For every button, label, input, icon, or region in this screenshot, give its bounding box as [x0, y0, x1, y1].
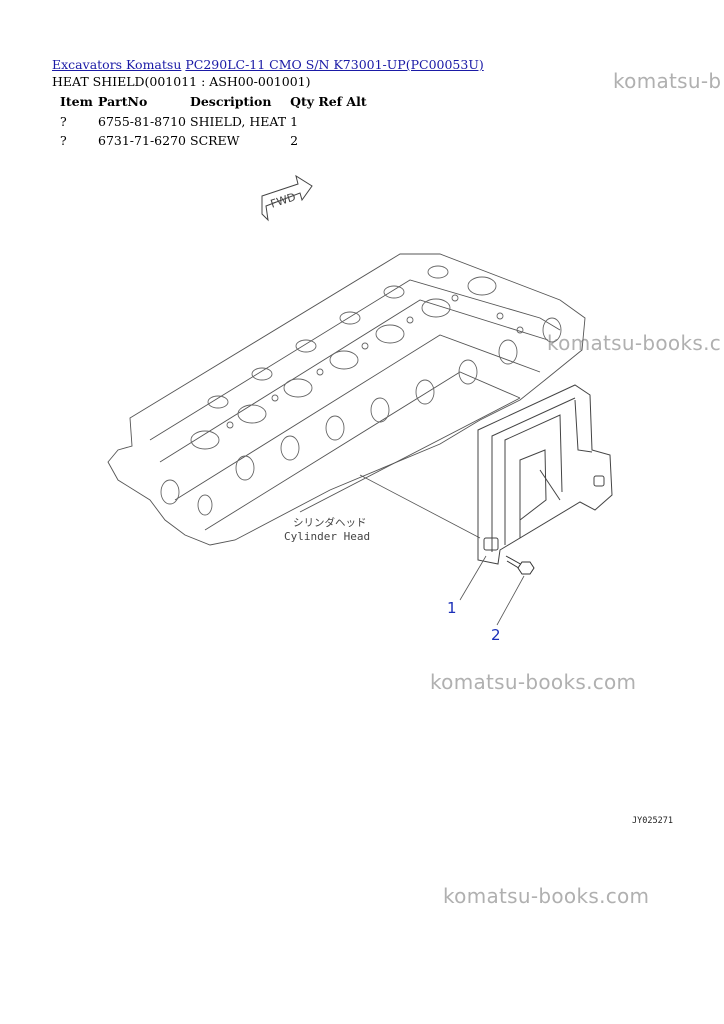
fwd-label: FWD — [269, 190, 297, 210]
header-item: Item — [60, 94, 93, 109]
callout-2: 2 — [491, 626, 501, 644]
breadcrumb-link-model[interactable]: PC290LC-11 CMO S/N K73001-UP(PC00053U) — [185, 57, 484, 72]
callout-2-leader — [496, 575, 525, 626]
header-qty-ref-alt: Qty Ref Alt — [290, 94, 367, 109]
cell-qty: 2 — [290, 133, 299, 148]
cell-description: SCREW — [190, 133, 240, 148]
callout-1: 1 — [447, 599, 457, 617]
breadcrumb: Excavators Komatsu PC290LC-11 CMO S/N K7… — [52, 57, 484, 72]
cell-partno: 6755-81-8710 — [98, 114, 186, 129]
header-partno: PartNo — [98, 94, 148, 109]
table-row: ? 6731-71-6270 SCREW 2 — [56, 131, 369, 150]
watermark-text: komatsu-books.c — [547, 331, 722, 355]
breadcrumb-link-excavators[interactable]: Excavators Komatsu — [52, 57, 182, 72]
watermark-text: komatsu-books.com — [430, 670, 637, 694]
drawing-code: JY025271 — [632, 816, 673, 826]
table-row: ? 6755-81-8710 SHIELD, HEAT 1 — [56, 112, 369, 131]
cell-partno: 6731-71-6270 — [98, 133, 186, 148]
cell-description: SHIELD, HEAT — [190, 114, 287, 129]
watermark-text: komatsu-b — [613, 69, 722, 93]
callout-1-leader — [459, 555, 487, 601]
watermark-text: komatsu-books.com — [443, 884, 650, 908]
cell-qty: 1 — [290, 114, 299, 129]
cell-item: ? — [60, 133, 67, 148]
cylinder-head-drawing — [107, 253, 586, 546]
page-subtitle: HEAT SHIELD(001011 : ASH00-001001) — [52, 74, 311, 89]
heat-shield-drawing — [477, 384, 613, 565]
fwd-arrow-icon: FWD — [261, 174, 313, 222]
leader-line — [359, 474, 481, 539]
table-header-row: Item PartNo Description Qty Ref Alt — [56, 93, 369, 112]
cylinder-head-label-jp: シリンダヘッド — [293, 516, 367, 529]
cell-item: ? — [60, 114, 67, 129]
heat-shield-diagram: FWD — [107, 174, 613, 644]
header-description: Description — [190, 94, 272, 109]
parts-table: Item PartNo Description Qty Ref Alt ? 67… — [56, 93, 369, 150]
cylinder-head-label-en: Cylinder Head — [284, 530, 370, 543]
screw-drawing — [505, 555, 535, 575]
